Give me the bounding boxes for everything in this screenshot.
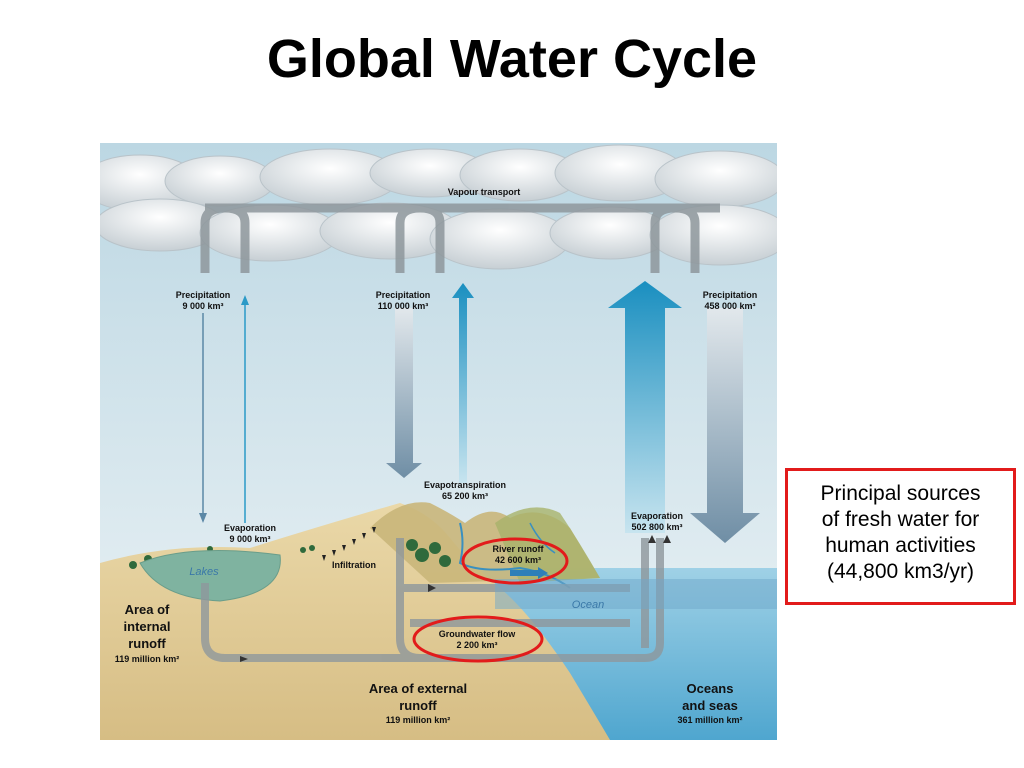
precip-center-arrow	[386, 308, 422, 478]
note-line-4: (44,800 km3/yr)	[826, 560, 975, 583]
river-runoff-value: 42 600 km³	[495, 555, 541, 565]
page-title: Global Water Cycle	[266, 29, 758, 89]
lakes-label: Lakes	[189, 566, 219, 578]
precip-right-value: 458 000 km³	[704, 301, 755, 311]
evapotranspiration-name: Evapotranspiration	[424, 480, 506, 490]
evap-ocean-arrow	[608, 281, 682, 533]
river	[458, 522, 571, 589]
evap-ocean-value: 502 800 km³	[631, 522, 682, 532]
lake	[139, 550, 281, 602]
note-line-2: of fresh water for	[821, 508, 980, 531]
area-external-line1: Area of external	[369, 681, 467, 696]
vapour-transport-label: Vapour transport	[448, 187, 521, 197]
oceans-seas-line2: and seas	[682, 698, 738, 713]
oceans-seas-value: 361 million km²	[677, 715, 742, 725]
evap-lakes-value: 9 000 km³	[229, 534, 270, 544]
river-runoff-highlight	[461, 537, 569, 585]
precip-center-value: 110 000 km³	[378, 301, 429, 311]
evap-lakes-name: Evaporation	[224, 523, 276, 533]
groundwater-value: 2 200 km³	[456, 640, 497, 650]
note-line-3: human activities	[825, 534, 976, 557]
groundwater-name: Groundwater flow	[439, 629, 516, 639]
river-runoff-name: River runoff	[492, 544, 544, 554]
precip-left-value: 9 000 km³	[182, 301, 223, 311]
precip-left-name: Precipitation	[176, 290, 231, 300]
ocean-label: Ocean	[572, 599, 604, 611]
precip-center-name: Precipitation	[376, 290, 431, 300]
groundwater-highlight	[412, 615, 544, 663]
evap-center-arrow	[452, 283, 474, 483]
infiltration-label: Infiltration	[332, 560, 376, 570]
evap-ocean-name: Evaporation	[631, 511, 683, 521]
vapour-transport-pipe	[200, 203, 720, 273]
evapotranspiration-value: 65 200 km³	[442, 491, 488, 501]
fresh-water-note-box: Principal sources of fresh water for hum…	[785, 468, 1016, 605]
area-internal-line2: internal	[124, 619, 171, 634]
precip-right-arrow	[690, 308, 760, 543]
note-line-1: Principal sources	[820, 482, 981, 505]
area-external-line2: runoff	[399, 698, 437, 713]
precip-right-name: Precipitation	[703, 290, 758, 300]
oceans-seas-line1: Oceans	[687, 681, 734, 696]
area-internal-line1: Area of	[125, 602, 170, 617]
ocean-band	[495, 579, 777, 609]
area-external-value: 119 million km²	[386, 715, 451, 725]
water-cycle-diagram: Vapour transport Lakes	[100, 143, 777, 740]
clouds	[100, 144, 777, 270]
infiltration-marks	[322, 527, 376, 561]
area-internal-line3: runoff	[128, 636, 166, 651]
small-arrows	[240, 535, 671, 662]
area-internal-value: 119 million km²	[115, 654, 180, 664]
